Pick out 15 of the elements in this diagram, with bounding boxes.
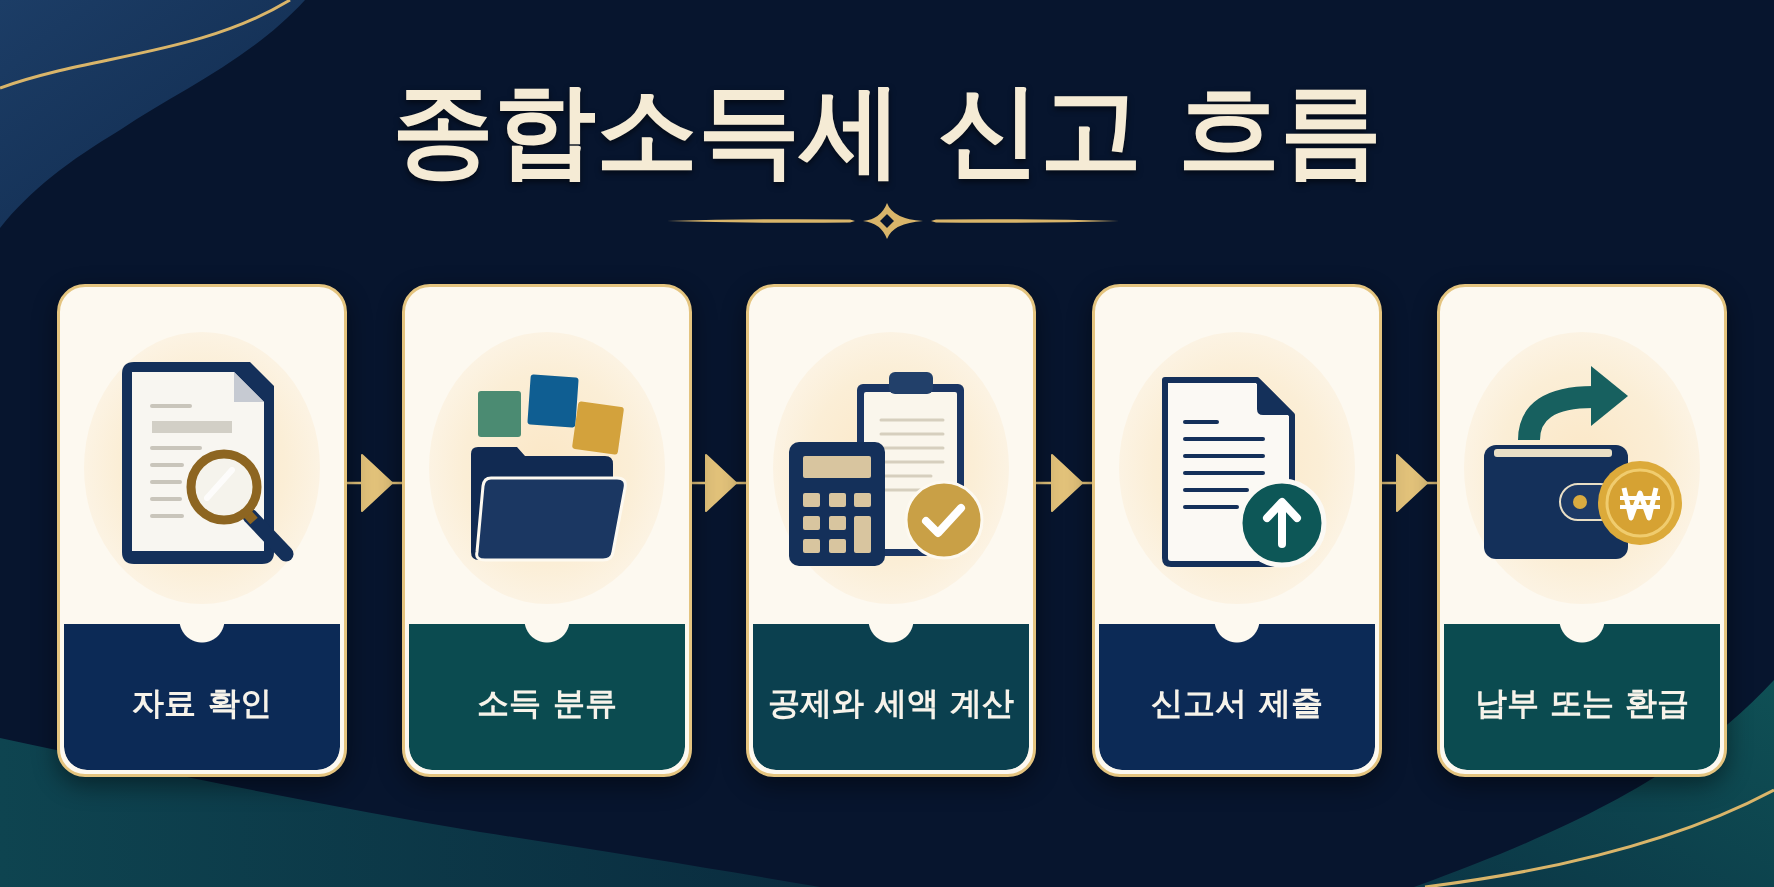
step-card — [1092, 284, 1382, 777]
step-card — [57, 284, 347, 777]
step-card — [402, 284, 692, 777]
title: 종합소득세 신고 흐름 — [392, 78, 1382, 180]
step-card — [746, 284, 1036, 777]
step-card — [1437, 284, 1727, 777]
arrow — [1036, 454, 1092, 512]
arrow — [692, 454, 746, 512]
step-label: 자료 확인 — [132, 683, 272, 723]
step-label: 소득 분류 — [477, 683, 617, 723]
arrow — [347, 454, 402, 512]
step-label: 납부 또는 환급 — [1474, 683, 1690, 723]
step-label: 신고서 제출 — [1151, 683, 1323, 723]
step-label: 공제와 세액 계산 — [767, 683, 1015, 723]
arrow — [1382, 454, 1437, 512]
